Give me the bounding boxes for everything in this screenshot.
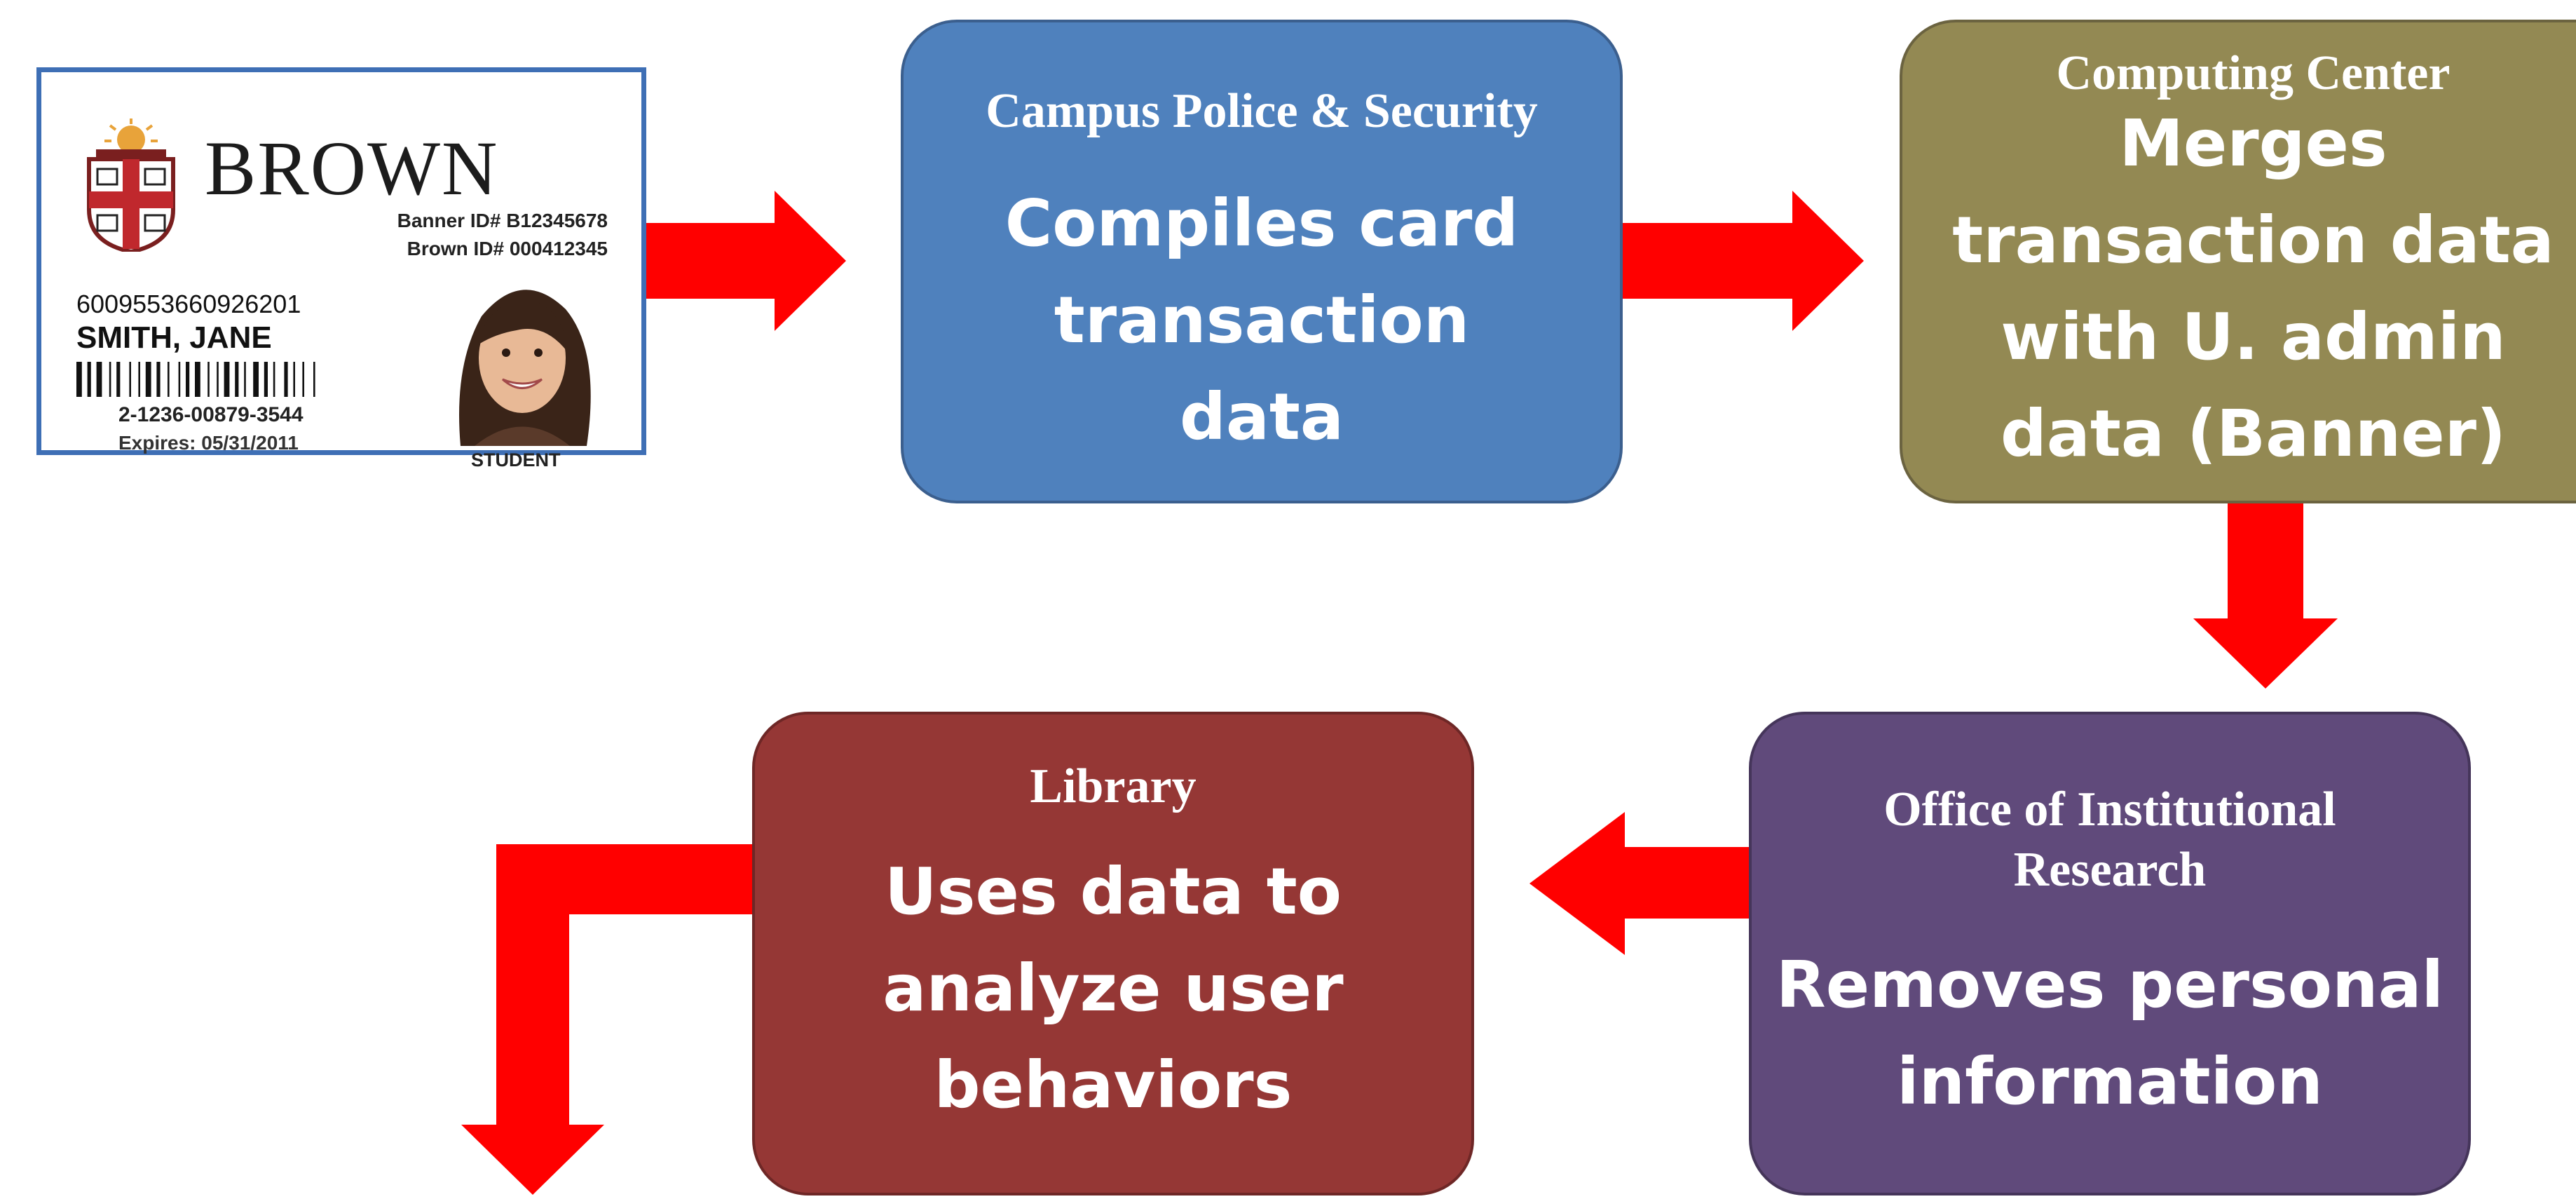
step-line: behaviors [934, 1048, 1293, 1123]
arrow-library-out [461, 844, 754, 1195]
student-photo [432, 267, 611, 446]
step-line: Merges [2119, 106, 2387, 181]
step-header-line: Research [2013, 843, 2207, 897]
step-line: Compiles card [1004, 186, 1519, 261]
step-line: transaction data [1952, 203, 2554, 278]
step-header: Computing Center [2056, 46, 2451, 100]
card-number: 6009553660926201 [76, 290, 301, 318]
banner-id: Banner ID# B12345678 [397, 210, 608, 231]
arrow-oir-to-library [1529, 812, 1750, 955]
card-expiration: Expires: 05/31/2011 [118, 432, 299, 454]
step-institutional-research: Office of Institutional Research Removes… [1749, 712, 2471, 1195]
step-description: Compiles card transaction data [1005, 175, 1519, 466]
step-line: with U. admin [2001, 299, 2506, 374]
step-line: information [1897, 1044, 2323, 1119]
step-line: Uses data to [885, 854, 1342, 929]
step-line: data [1179, 379, 1344, 454]
arrow-card-to-police [646, 191, 846, 331]
step-computing-center: Computing Center Merges transaction data… [1900, 20, 2576, 503]
cardholder-name: SMITH, JANE [76, 320, 272, 355]
arrow-police-to-computing [1621, 191, 1864, 331]
step-header: Library [1030, 759, 1197, 813]
step-line: transaction [1054, 283, 1470, 358]
step-line: Removes personal [1776, 947, 2444, 1022]
student-id-card: BROWN Banner ID# B12345678 Brown ID# 000… [36, 67, 646, 470]
step-description: Removes personal information [1776, 937, 2444, 1130]
university-crest-icon [87, 118, 175, 252]
step-line: analyze user [882, 951, 1344, 1026]
step-header: Office of Institutional Research [1883, 780, 2336, 900]
step-line: data (Banner) [2000, 396, 2507, 471]
arrow-computing-to-oir [2193, 503, 2338, 689]
step-header: Campus Police & Security [986, 84, 1538, 138]
step-description: Uses data to analyze user behaviors [882, 844, 1343, 1134]
step-header-line: Office of Institutional [1883, 783, 2336, 836]
card-role: STUDENT [471, 449, 561, 470]
card-code: 2-1236-00879-3544 [118, 403, 304, 426]
step-campus-police: Campus Police & Security Compiles card t… [901, 20, 1623, 503]
card-brand: BROWN [205, 126, 499, 211]
step-library: Library Uses data to analyze user behavi… [752, 712, 1474, 1195]
id-card-face: BROWN Banner ID# B12345678 Brown ID# 000… [68, 99, 615, 470]
step-description: Merges transaction data with U. admin da… [1952, 95, 2554, 482]
brown-id: Brown ID# 000412345 [407, 238, 608, 259]
barcode-icon [76, 362, 315, 397]
